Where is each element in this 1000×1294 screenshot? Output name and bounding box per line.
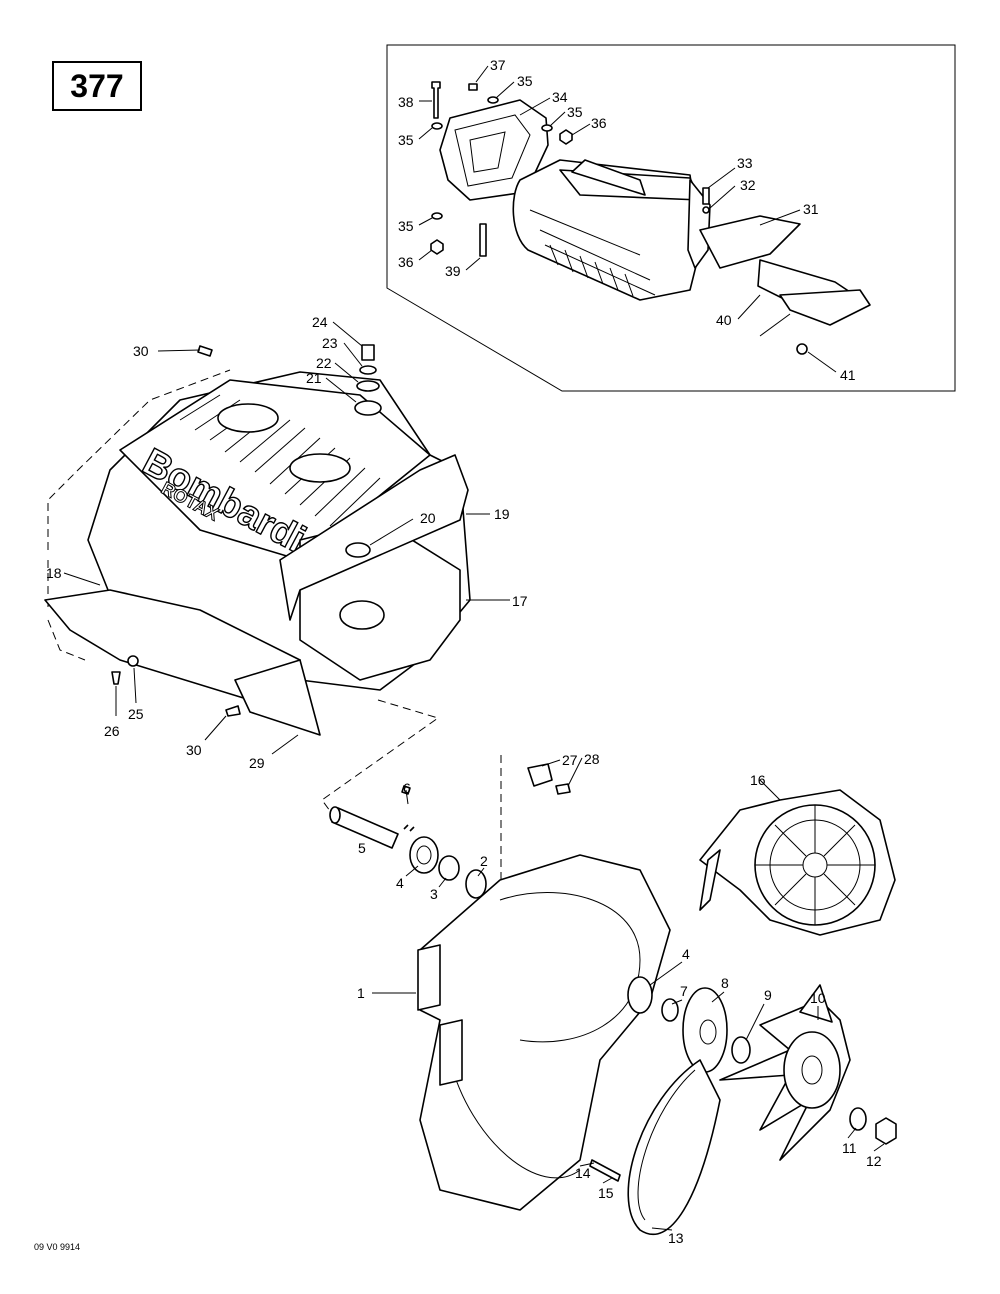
washer-22 bbox=[356, 380, 380, 392]
pulley-8 bbox=[682, 987, 728, 1073]
engine-cover-assembly: Bombardier ROTAX bbox=[44, 344, 471, 736]
inset-panel bbox=[386, 44, 956, 392]
screw-30-bottom bbox=[225, 705, 241, 717]
callout-13: 13 bbox=[668, 1230, 684, 1246]
callout-35: 35 bbox=[398, 132, 414, 148]
callout-9: 9 bbox=[764, 987, 772, 1003]
callout-5: 5 bbox=[358, 840, 366, 856]
bearing-4a bbox=[409, 836, 439, 874]
washer-25 bbox=[127, 655, 139, 667]
callout-23: 23 bbox=[322, 335, 338, 351]
intake-duct bbox=[439, 99, 549, 201]
callout-30: 30 bbox=[133, 343, 149, 359]
bolt-14-15 bbox=[589, 1159, 621, 1182]
fan-leaders bbox=[372, 757, 885, 1231]
callout-4: 4 bbox=[682, 946, 690, 962]
callout-27: 27 bbox=[562, 752, 578, 768]
callout-3: 3 bbox=[430, 886, 438, 902]
washer-23 bbox=[359, 365, 377, 375]
callout-11: 11 bbox=[842, 1140, 857, 1156]
callout-12: 12 bbox=[866, 1153, 882, 1169]
screw-26 bbox=[111, 671, 121, 685]
callout-21: 21 bbox=[306, 370, 322, 386]
callout-33: 33 bbox=[737, 155, 753, 171]
inset-hardware bbox=[430, 81, 710, 257]
belt-13 bbox=[627, 1059, 721, 1236]
callout-40: 41 bbox=[840, 367, 856, 383]
bolt-24 bbox=[361, 344, 375, 361]
callout-8: 8 bbox=[721, 975, 729, 991]
page-number: 377 bbox=[70, 67, 124, 104]
callout-14: 14 bbox=[575, 1165, 591, 1181]
callout-7: 7 bbox=[680, 983, 688, 999]
callout-35: 35 bbox=[567, 104, 583, 120]
grommet-21 bbox=[354, 400, 382, 416]
screw-28 bbox=[555, 783, 571, 795]
callout-35: 35 bbox=[398, 218, 414, 234]
ring-7 bbox=[661, 998, 679, 1022]
bearing-4b bbox=[627, 976, 653, 1014]
drawing-code: 09 V0 9914 bbox=[34, 1242, 81, 1252]
callout-22: 22 bbox=[316, 355, 332, 371]
nut-12 bbox=[875, 1117, 897, 1145]
callout-28: 28 bbox=[584, 751, 600, 767]
washer-9 bbox=[731, 1036, 751, 1064]
callout-36: 36 bbox=[398, 254, 414, 270]
inset-leaders bbox=[418, 65, 837, 373]
callout-16: 16 bbox=[750, 772, 766, 788]
callout-10: 10 bbox=[810, 990, 826, 1006]
clip-40 bbox=[796, 343, 808, 355]
callout-18: 18 bbox=[46, 565, 62, 581]
fan-belt-assembly bbox=[329, 763, 897, 1236]
inset-frame bbox=[386, 44, 956, 392]
callout-1: 1 bbox=[357, 985, 365, 1001]
callout-17: 17 bbox=[512, 593, 528, 609]
callout-labels: 38 37 35 34 35 36 35 35 36 39 33 32 31 4… bbox=[46, 57, 882, 1246]
callout-4: 4 bbox=[396, 875, 404, 891]
callout-6: 6 bbox=[403, 780, 411, 796]
callout-24: 24 bbox=[312, 314, 328, 330]
callout-26: 26 bbox=[104, 723, 120, 739]
callout-25: 25 bbox=[128, 706, 144, 722]
callout-19: 19 bbox=[494, 506, 510, 522]
callout-34: 34 bbox=[552, 89, 568, 105]
callout-29: 29 bbox=[249, 755, 265, 771]
washer-11 bbox=[849, 1107, 867, 1131]
outlet-bracket bbox=[699, 215, 871, 355]
alignment-lines bbox=[321, 699, 502, 940]
callout-20: 20 bbox=[420, 510, 436, 526]
callout-38: 39 bbox=[445, 263, 461, 279]
fan-guard-16 bbox=[699, 789, 896, 936]
fan-10 bbox=[719, 984, 851, 1161]
page-number-box: 377 bbox=[52, 61, 142, 111]
fan-housing bbox=[419, 854, 671, 1211]
callout-37: 38 bbox=[398, 94, 414, 110]
callout-35: 35 bbox=[517, 73, 533, 89]
callout-15: 15 bbox=[598, 1185, 614, 1201]
callout-39: 40 bbox=[716, 312, 732, 328]
bracket-27 bbox=[527, 763, 553, 787]
exhaust-opening bbox=[339, 600, 385, 630]
circlip-2 bbox=[465, 869, 487, 899]
callout-2: 2 bbox=[480, 853, 488, 869]
callout-31: 31 bbox=[803, 201, 819, 217]
cover-leaders bbox=[63, 321, 510, 755]
callout-36: 36 bbox=[591, 115, 607, 131]
callout-32: 32 bbox=[740, 177, 756, 193]
air-silencer bbox=[512, 159, 711, 301]
grille-slots bbox=[179, 394, 396, 533]
grommet-20 bbox=[345, 542, 371, 558]
callout-30: 30 bbox=[186, 742, 202, 758]
callout-37: 37 bbox=[490, 57, 506, 73]
screw-30-top bbox=[197, 345, 213, 357]
ring-3 bbox=[438, 855, 460, 881]
